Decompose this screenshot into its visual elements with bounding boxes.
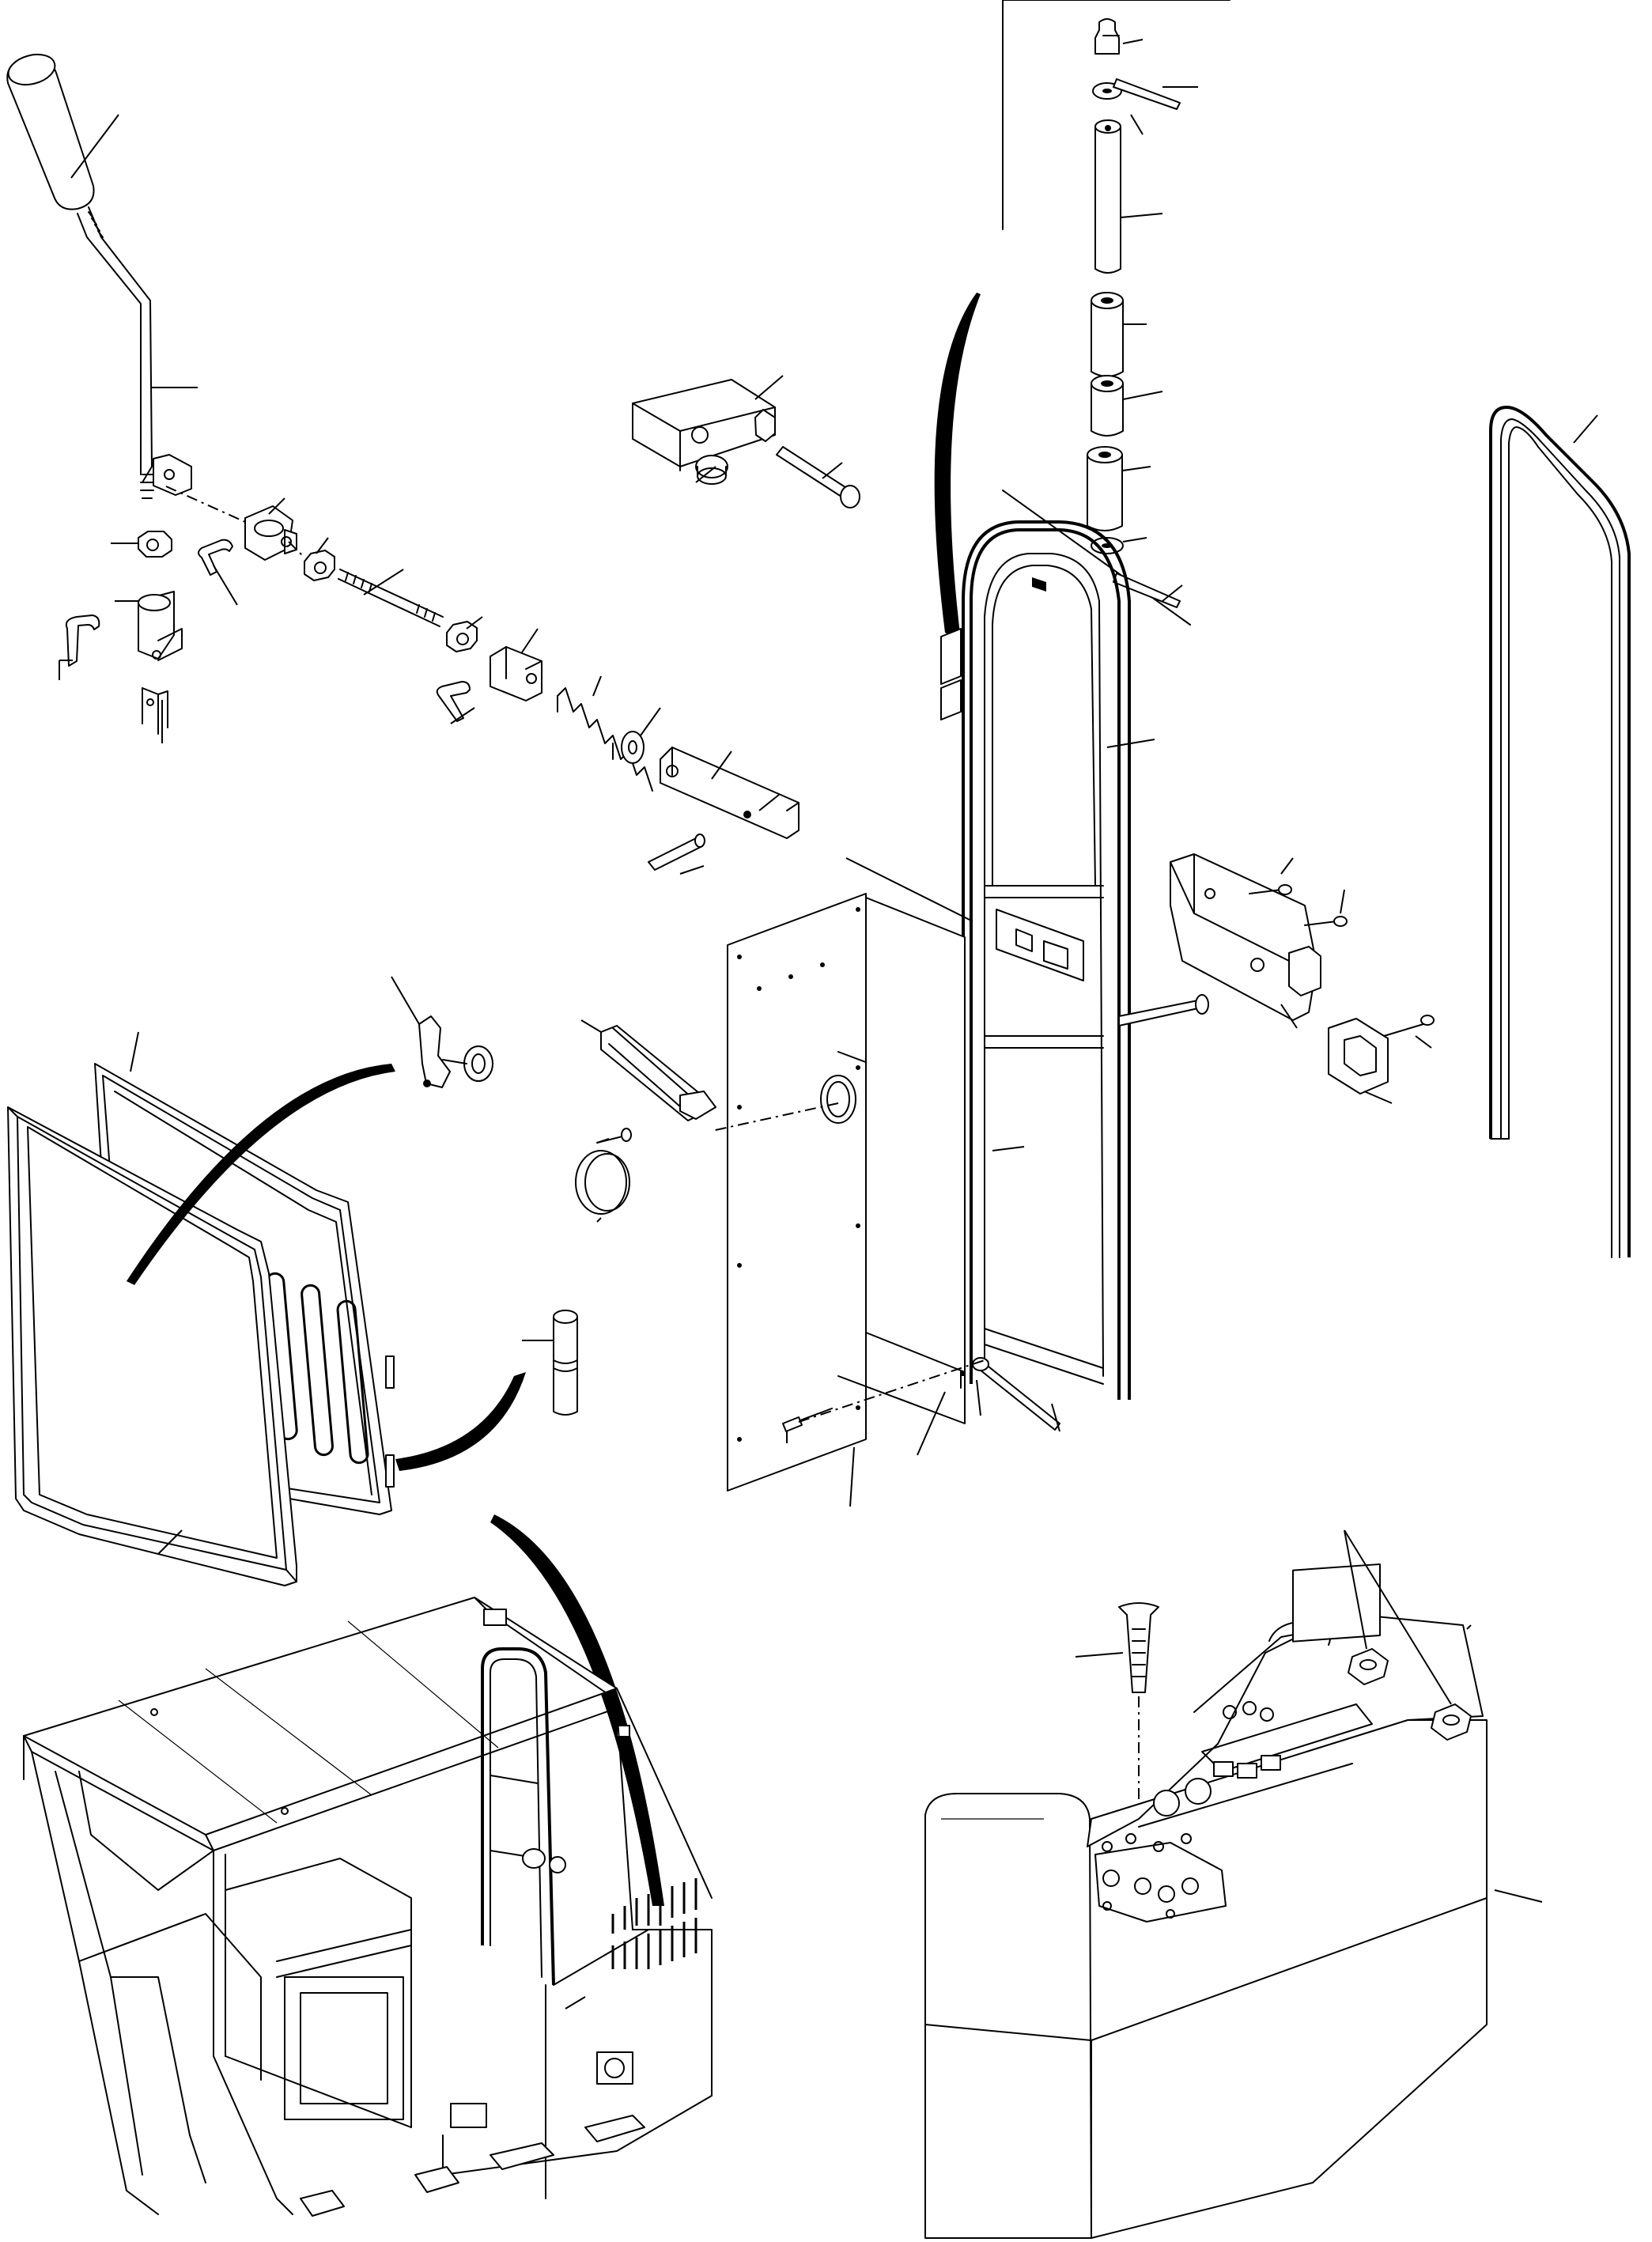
door-inner-panel — [575, 893, 985, 1507]
striker-screw — [1383, 1015, 1435, 1037]
linkage-nut-2 — [446, 621, 478, 652]
console-mounting-screw — [1075, 1602, 1159, 1803]
door-weather-seal — [1489, 406, 1631, 1258]
panel-screw — [782, 1408, 833, 1432]
threaded-rod — [338, 569, 444, 627]
lock-screw-2 — [1304, 916, 1348, 927]
frame-bottom-pin — [972, 1357, 1060, 1431]
spring-clevis — [490, 646, 542, 701]
assembly-arrow-hinge — [934, 293, 981, 641]
cab-assembly — [23, 1597, 713, 2217]
locking-knob — [695, 455, 728, 485]
assembly-arrow-pin — [395, 1372, 526, 1471]
striker-plate — [1328, 1018, 1389, 1095]
cab-side-grill — [611, 1878, 697, 1969]
linkage-clevis — [244, 505, 297, 561]
roll-pin — [648, 834, 705, 871]
cab-left-frame — [23, 1735, 262, 2215]
lever-nut — [138, 531, 172, 558]
cab-front-frame — [213, 1850, 412, 2215]
bushing-2 — [1091, 375, 1124, 437]
lever-linkage — [6, 53, 800, 875]
spring-washer — [621, 731, 645, 764]
bushing-1 — [1091, 292, 1124, 377]
cotter-pin-bottom — [1113, 573, 1181, 608]
control-console — [924, 1529, 1543, 2239]
lever-knob — [6, 53, 95, 210]
cotter-pin-top — [1113, 78, 1181, 110]
cab-door-frame — [481, 1647, 566, 1986]
lock-long-bolt — [1118, 994, 1209, 1026]
assembly-arrow-door — [490, 1514, 664, 1906]
bushing-3 — [1087, 446, 1123, 531]
cab-base-brackets — [300, 2103, 645, 2217]
linkage-clip — [198, 539, 233, 576]
lever-plate — [142, 687, 168, 735]
cab-gauge — [596, 2051, 633, 2085]
lever-clip — [65, 614, 100, 667]
side-window-panels — [7, 976, 493, 1586]
pull-handle — [600, 1025, 716, 1121]
grease-fitting — [1094, 18, 1120, 55]
latch-pocket — [996, 909, 1084, 981]
linkage-connector-lines — [165, 486, 305, 558]
door-hinge-pin-stack — [1002, 0, 1230, 626]
lever-shaft — [77, 206, 192, 499]
panel-bolt-holes — [737, 907, 860, 1442]
hinge-pin-rod — [1094, 119, 1121, 274]
access-cover-cap — [575, 1150, 630, 1215]
hinge-pin — [395, 1310, 578, 1471]
locking-block — [632, 375, 860, 509]
compression-spring — [557, 687, 653, 792]
lever-clevis — [138, 591, 183, 661]
latch-handle — [418, 1015, 493, 1088]
console-switches — [1102, 1701, 1281, 1852]
spring-clip — [436, 681, 471, 722]
locking-bolt — [776, 446, 860, 509]
latch-bar — [660, 747, 800, 839]
door-lock-latch — [1118, 853, 1435, 1104]
linkage-nut-1 — [304, 550, 335, 581]
lock-body — [1170, 853, 1321, 1021]
console-knob-right — [1431, 1703, 1472, 1741]
console-knob-left — [1348, 1648, 1389, 1685]
lock-screw-1 — [1249, 884, 1292, 895]
panel-port — [820, 1075, 856, 1124]
window-front-frame — [7, 1106, 297, 1586]
console-instrument-cluster — [1094, 1842, 1227, 1923]
frame-hinge-block — [940, 628, 962, 720]
window-hinges — [385, 1355, 395, 1488]
linkage-callouts — [59, 114, 780, 875]
door-frame — [845, 520, 1155, 1432]
